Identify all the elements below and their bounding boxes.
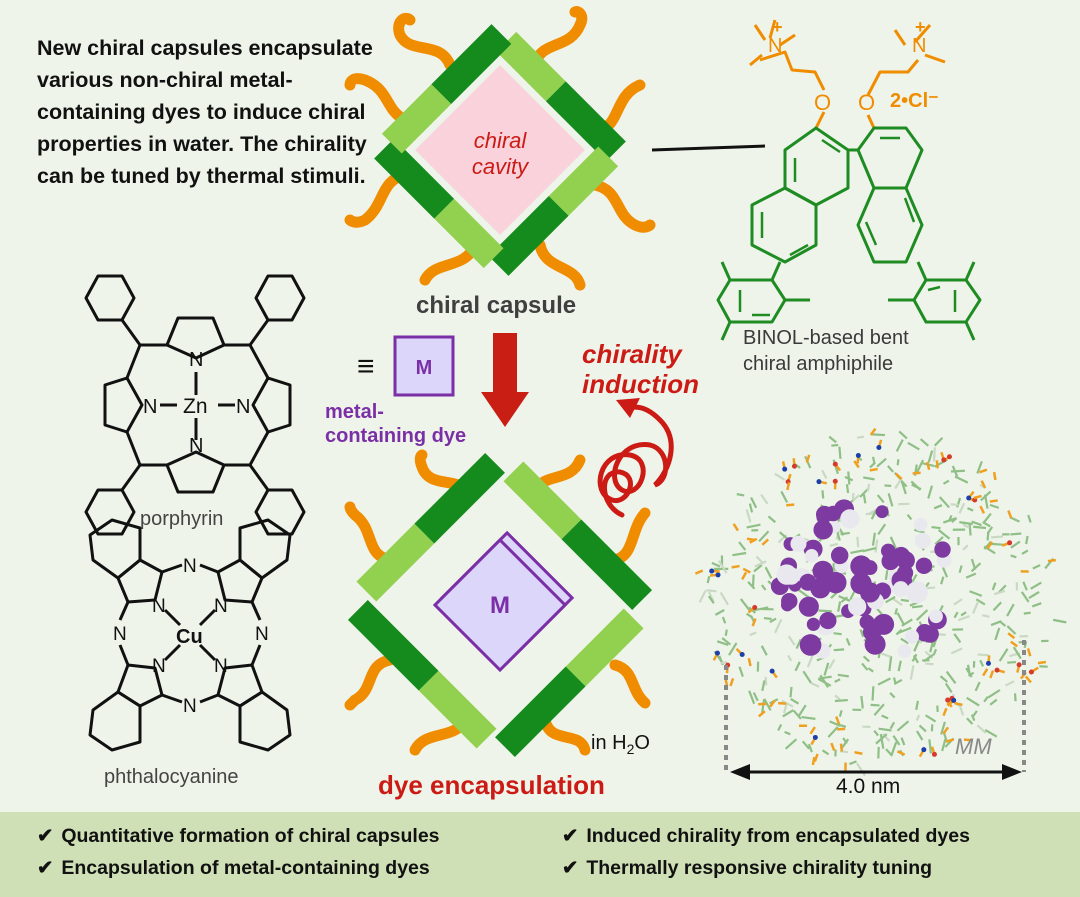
- chirality-induction-label: chirality induction: [582, 339, 699, 399]
- binol-label-line1: BINOL-based bent: [743, 327, 909, 349]
- size-label: 4.0 nm: [836, 775, 901, 798]
- solvent-suffix: O: [634, 732, 650, 754]
- phth-n-6: N: [214, 596, 228, 617]
- charge-right: +: [915, 17, 926, 37]
- molecular-model: [694, 427, 1067, 777]
- feature-text: Induced chirality from encapsulated dyes: [586, 825, 970, 847]
- feature-text: Encapsulation of metal-containing dyes: [61, 857, 430, 879]
- phthalocyanine-label: phthalocyanine: [104, 766, 239, 788]
- chiral-capsule-label: chiral capsule: [416, 292, 577, 319]
- charge-left: +: [772, 17, 783, 37]
- solvent-label: in H2O: [591, 732, 650, 757]
- check-icon: ✔: [562, 825, 579, 847]
- equivalence-symbol: ≡: [357, 350, 375, 383]
- dye-encapsulation-label: dye encapsulation: [378, 770, 605, 800]
- cavity-label-line1: chiral: [474, 128, 528, 153]
- cavity-label-line2: cavity: [472, 154, 530, 179]
- check-icon: ✔: [562, 857, 579, 879]
- check-icon: ✔: [37, 825, 54, 847]
- phth-n-1: N: [183, 556, 197, 577]
- dye-label-line1: metal-: [325, 401, 384, 423]
- porphyrin-n-left: N: [143, 396, 157, 418]
- o-right: O: [858, 90, 875, 115]
- porphyrin-label: porphyrin: [140, 508, 224, 530]
- phth-n-5: N: [152, 596, 166, 617]
- chiral-capsule-empty: chiral cavity: [344, 6, 656, 291]
- phthalocyanine-cu: Cu: [176, 626, 203, 648]
- feature-list: ✔ Quantitative formation of chiral capsul…: [0, 812, 1080, 897]
- o-left: O: [814, 90, 831, 115]
- metal-dye-symbol: [393, 335, 455, 397]
- chirality-spiral-arrow: [597, 398, 674, 518]
- porphyrin-structure: [84, 274, 306, 536]
- feature-text: Quantitative formation of chiral capsule…: [61, 825, 440, 847]
- solvent-sub: 2: [626, 741, 635, 757]
- feature-item: ✔ Quantitative formation of chiral capsul…: [37, 824, 440, 848]
- porphyrin-n-bottom: N: [189, 435, 203, 457]
- connector-line: [651, 144, 766, 152]
- feature-item: ✔ Induced chirality from encapsulated dye…: [562, 824, 970, 848]
- metal-dye-label: metal- containing dye: [320, 400, 500, 448]
- phthalocyanine-structure: [88, 518, 292, 752]
- binol-amphiphile-structure: [716, 19, 982, 341]
- mm-method-label: MM: [955, 734, 992, 759]
- phth-n-3: N: [113, 624, 127, 645]
- porphyrin-n-right: N: [236, 396, 250, 418]
- dimension-arrow: [730, 764, 1022, 780]
- feature-item: ✔ Thermally responsive chirality tuning: [562, 856, 932, 880]
- phth-n-7: N: [152, 656, 166, 677]
- chiral-capsule-with-dye: M: [344, 449, 653, 758]
- encapsulated-dye-m: M: [490, 592, 510, 619]
- dimension-guides: [724, 640, 1026, 772]
- metal-dye-m: M: [416, 357, 433, 379]
- summary-text: New chiral capsules encapsulate various …: [37, 36, 373, 188]
- binol-label-line2: chiral amphiphile: [743, 353, 894, 375]
- porphyrin-zn: Zn: [183, 395, 208, 418]
- phth-n-2: N: [183, 696, 197, 717]
- n-plus-left: N: [768, 35, 782, 57]
- check-icon: ✔: [37, 857, 54, 879]
- porphyrin-n-top: N: [189, 349, 203, 371]
- phth-n-8: N: [214, 656, 228, 677]
- chirality-line2: induction: [582, 369, 699, 399]
- n-plus-right: N: [912, 35, 926, 57]
- counterion-label: 2•Cl⁻: [890, 90, 939, 112]
- chirality-line1: chirality: [582, 339, 682, 369]
- binol-amphiphile-label: BINOL-based bent chiral amphiphile: [743, 325, 909, 377]
- phth-n-4: N: [255, 624, 269, 645]
- down-arrow: [481, 333, 529, 427]
- feature-text: Thermally responsive chirality tuning: [586, 857, 933, 879]
- dye-label-line2: containing dye: [325, 425, 467, 447]
- solvent-prefix: in H: [591, 732, 627, 754]
- feature-item: ✔ Encapsulation of metal-containing dyes: [37, 856, 430, 880]
